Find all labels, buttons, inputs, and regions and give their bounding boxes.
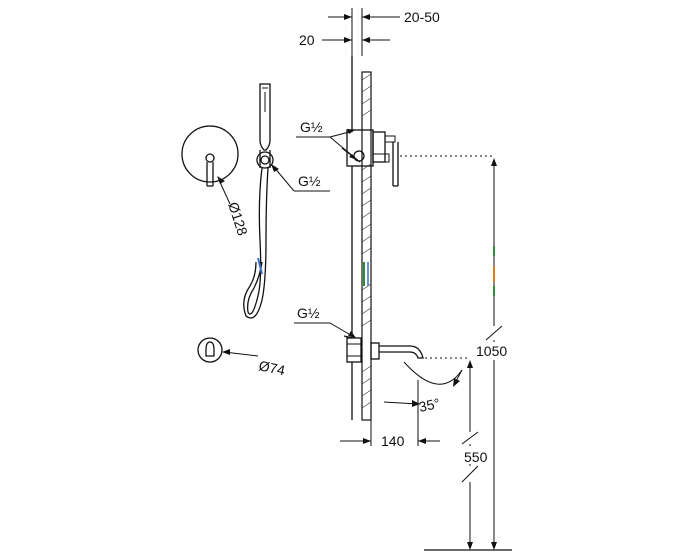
spout-thread-callout: G½ xyxy=(294,305,356,338)
concealed-mixer-body xyxy=(341,129,399,187)
wall-section xyxy=(351,56,372,421)
dim-outlet-diameter-label: Ø74 xyxy=(257,357,286,378)
height-dimensions: 1050 550 xyxy=(400,155,518,551)
hose-thread-label: G½ xyxy=(298,173,321,189)
hose-thread-callout: G½ xyxy=(271,164,330,192)
dim-mixer-height-label: 1050 xyxy=(476,343,507,359)
spout-angle-dimension: 35° xyxy=(383,361,463,415)
dim-wall-thickness-label: 20-50 xyxy=(404,9,440,25)
dim-spout-projection-label: 140 xyxy=(381,433,405,449)
hand-shower-set xyxy=(243,83,274,319)
mixer-thread-callout: G½ xyxy=(296,119,357,160)
spout-projection-dimension: 140 xyxy=(340,362,440,449)
dim-spout-height-label: 550 xyxy=(464,449,488,465)
mixer-wall-plate-front: Ø128 xyxy=(181,125,251,238)
mixer-thread-label: G½ xyxy=(300,119,323,135)
dim-wall-offset-label: 20 xyxy=(299,32,315,48)
spout-thread-label: G½ xyxy=(297,305,320,321)
top-dimension-group: 20-50 20 xyxy=(299,8,440,56)
wall-outlet-front: Ø74 xyxy=(197,337,287,378)
dim-plate-diameter-label: Ø128 xyxy=(225,200,251,238)
dim-spout-angle-label: 35° xyxy=(417,395,441,415)
bath-spout xyxy=(343,335,424,363)
